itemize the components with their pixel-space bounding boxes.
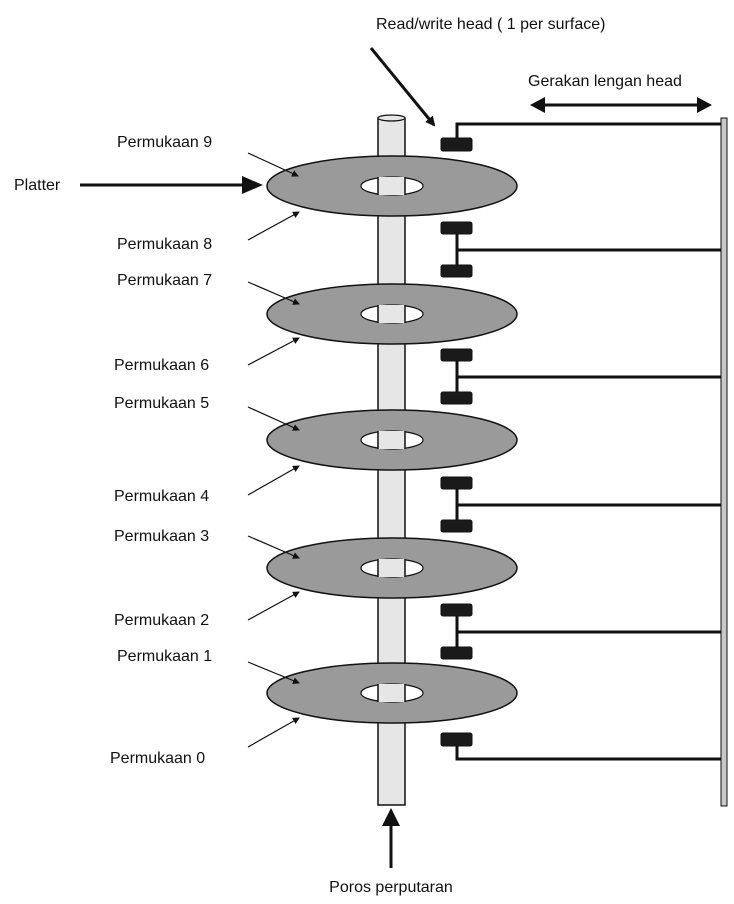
surface-label-1: Permukaan 1: [117, 648, 212, 665]
surface-label-0: Permukaan 0: [110, 750, 205, 767]
surface-label-5: Permukaan 5: [114, 395, 209, 412]
platter: [266, 409, 518, 471]
platter: [266, 155, 518, 217]
read-write-head: [440, 264, 473, 278]
platter-label: Platter: [14, 177, 61, 194]
read-write-head: [440, 348, 473, 362]
head-assembly: [440, 122, 721, 761]
arm-motion-arrow: [530, 97, 712, 113]
platter: [266, 283, 518, 345]
surface-label-7: Permukaan 7: [117, 272, 212, 289]
surface-label-8: Permukaan 8: [117, 236, 212, 253]
read-write-head: [440, 221, 473, 235]
surface-label-9: Permukaan 9: [117, 134, 212, 151]
read-write-head: [440, 603, 473, 617]
platter-arrow-head: [242, 176, 263, 194]
actuator-bar: [720, 117, 728, 807]
read-write-head: [440, 646, 473, 660]
read-write-head: [440, 732, 473, 747]
rw-head-arrow: [369, 47, 436, 127]
surface-label-4: Permukaan 4: [114, 488, 209, 505]
surface-leaders: [247, 152, 300, 748]
spindle-arrow-head: [382, 808, 400, 826]
read-write-head: [440, 476, 473, 490]
read-write-head: [440, 519, 473, 533]
spindle-label: Poros perputaran: [329, 879, 453, 896]
spindle-top: [377, 114, 406, 122]
rw-head-label: Read/write head ( 1 per surface): [376, 16, 605, 33]
platter: [266, 537, 518, 599]
surface-label-3: Permukaan 3: [114, 528, 209, 545]
platter: [266, 662, 518, 724]
platter-stack: [266, 155, 518, 724]
surface-label-6: Permukaan 6: [114, 357, 209, 374]
surface-label-2: Permukaan 2: [114, 612, 209, 629]
arm-motion-label: Gerakan lengan head: [528, 73, 682, 90]
read-write-head: [440, 137, 473, 152]
read-write-head: [440, 391, 473, 405]
